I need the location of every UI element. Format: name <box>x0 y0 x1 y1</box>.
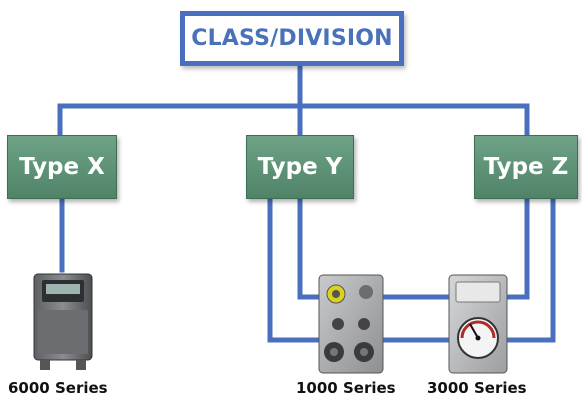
caption-6000-series: 6000 Series <box>8 379 108 397</box>
type-x-box: Type X <box>7 135 117 199</box>
type-y-box: Type Y <box>246 135 354 199</box>
type-y-label: Type Y <box>257 154 343 180</box>
device-6000-image <box>33 273 93 370</box>
type-x-label: Type X <box>19 154 105 180</box>
class-division-label: CLASS/DIVISION <box>191 26 393 51</box>
device-1000-image <box>318 274 384 374</box>
class-division-box: CLASS/DIVISION <box>180 11 404 66</box>
caption-3000-series: 3000 Series <box>427 379 527 397</box>
caption-1000-series: 1000 Series <box>296 379 396 397</box>
type-z-box: Type Z <box>474 135 578 199</box>
device-3000-image <box>448 274 508 374</box>
type-z-label: Type Z <box>483 154 569 180</box>
